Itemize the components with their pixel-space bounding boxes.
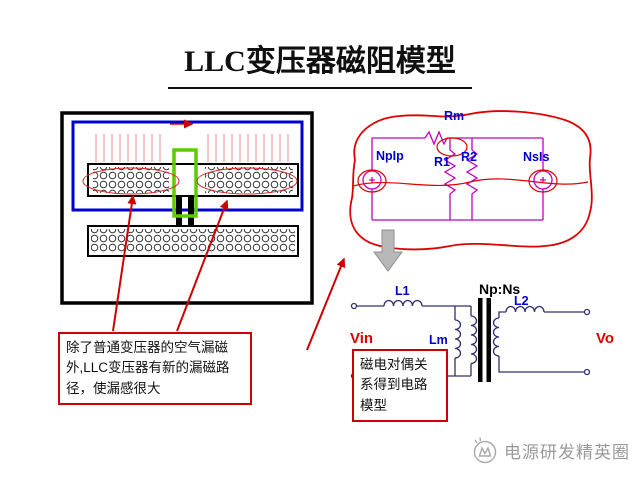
secondary-coil <box>492 317 500 357</box>
label-r1: R1 <box>434 155 450 169</box>
transform-arrow-icon <box>373 229 403 272</box>
reluctance-circuit-diagram <box>349 110 593 251</box>
bottom-winding-turns <box>91 229 295 253</box>
label-rm: Rm <box>444 109 465 123</box>
flux-lines <box>95 134 289 162</box>
transformer-core-bar <box>478 298 483 382</box>
leakage-flux-loop-right <box>196 167 298 195</box>
label-npip: NpIp <box>376 149 404 163</box>
brand-logo-icon <box>473 437 497 464</box>
transformer-core-diagram <box>60 111 314 305</box>
inductor-l1 <box>383 299 423 307</box>
reluctance-r2 <box>465 138 479 220</box>
page-title-text: LLC变压器磁阻模型 <box>168 36 472 89</box>
primary-winding-turns <box>93 167 169 193</box>
label-vin: Vin <box>350 330 374 347</box>
inductor-lm <box>454 319 462 359</box>
watermark: 电源研发精英圈 <box>472 436 630 464</box>
duality-note-callout: 磁电对偶关系得到电路模型 <box>352 349 448 422</box>
label-nsis: NsIs <box>523 150 550 164</box>
primary-coil <box>470 315 478 365</box>
label-l1: L1 <box>395 284 410 298</box>
leakage-note-callout: 除了普通变压器的空气漏磁外,LLC变压器有新的漏磁路径，使漏感很大 <box>58 332 252 405</box>
callout-arrows <box>112 194 346 351</box>
label-r2: R2 <box>461 150 477 164</box>
center-leg-bobbin <box>172 148 198 218</box>
transformer-core-bar <box>486 298 491 382</box>
label-turns-ratio: Np:Ns <box>479 281 521 297</box>
label-lm: Lm <box>429 333 448 347</box>
reluctance-r1 <box>443 138 457 220</box>
inductor-l2 <box>505 305 545 313</box>
watermark-text: 电源研发精英圈 <box>504 442 630 462</box>
label-vo: Vo <box>596 330 615 347</box>
page-title: LLC变压器磁阻模型 <box>0 36 640 89</box>
label-l2: L2 <box>514 294 529 308</box>
hand-drawn-loop <box>349 110 593 251</box>
leakage-flux-loop-left <box>82 167 180 195</box>
